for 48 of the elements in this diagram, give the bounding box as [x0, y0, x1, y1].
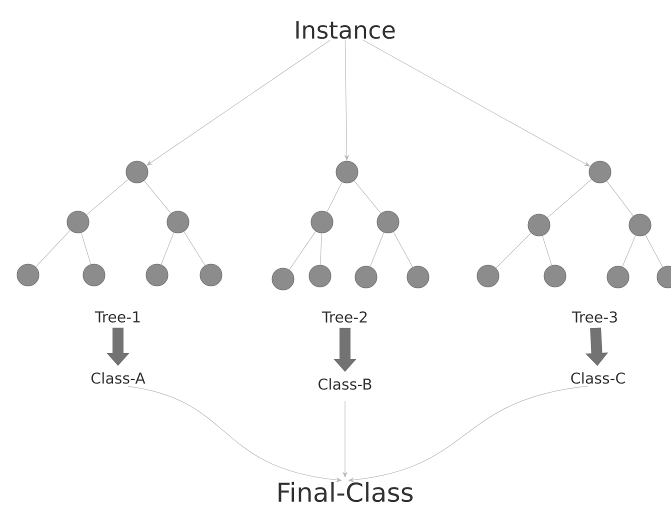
- tree-node-circle: [544, 264, 566, 288]
- tree-branch: [606, 180, 634, 216]
- tree-node-circle: [406, 266, 430, 288]
- tree-node-circle: [310, 210, 334, 234]
- tree-label: Tree-2: [322, 311, 367, 323]
- tree-node-circle: [200, 264, 222, 286]
- tree-branch: [542, 235, 552, 266]
- tree-branch: [86, 179, 129, 215]
- tree-branch: [80, 232, 92, 264]
- tree-branch: [547, 179, 592, 218]
- tree-node-circle: [628, 214, 652, 236]
- tree-branch: [35, 230, 71, 268]
- tree-branch: [645, 234, 663, 268]
- tree-node-circle: [146, 264, 168, 286]
- tree-node-circle: [16, 264, 40, 286]
- tree-node-circle: [606, 266, 630, 288]
- tree-branch: [144, 180, 172, 214]
- tree-branch: [622, 235, 636, 267]
- tree-node-circle: [126, 160, 148, 184]
- class-label: Class-A: [91, 372, 146, 384]
- tree-branch: [184, 231, 206, 266]
- tree-branch: [354, 180, 382, 214]
- tree-node-circle: [308, 264, 332, 288]
- class-label: Class-C: [571, 372, 625, 384]
- tree-node-circle: [166, 210, 190, 234]
- tree-branch: [393, 232, 413, 268]
- tree-node-circle: [272, 268, 294, 290]
- tree-node-circle: [528, 214, 550, 236]
- tree-branch: [496, 232, 532, 268]
- tree-branch: [370, 232, 384, 267]
- tree-label: Tree-1: [94, 311, 140, 323]
- tree-node-circle: [66, 210, 90, 234]
- tree-label: Tree-3: [572, 311, 617, 323]
- result-text: Final-Class: [278, 482, 413, 502]
- tree-branch: [289, 231, 316, 270]
- class-label: Class-B: [318, 378, 372, 390]
- arrow: [348, 386, 588, 482]
- tree-node-circle: [656, 266, 671, 288]
- tree-node-circle: [336, 160, 358, 184]
- tree-node-circle: [82, 264, 106, 286]
- tree-branch: [320, 232, 322, 265]
- tree-branch: [326, 182, 342, 212]
- tree-node-circle: [354, 266, 378, 288]
- tree-node-circle: [476, 264, 500, 288]
- tree-node-circle: [376, 210, 400, 234]
- title-text: Instance: [296, 21, 395, 39]
- tree-branch: [160, 232, 174, 265]
- tree-node-circle: [588, 160, 612, 184]
